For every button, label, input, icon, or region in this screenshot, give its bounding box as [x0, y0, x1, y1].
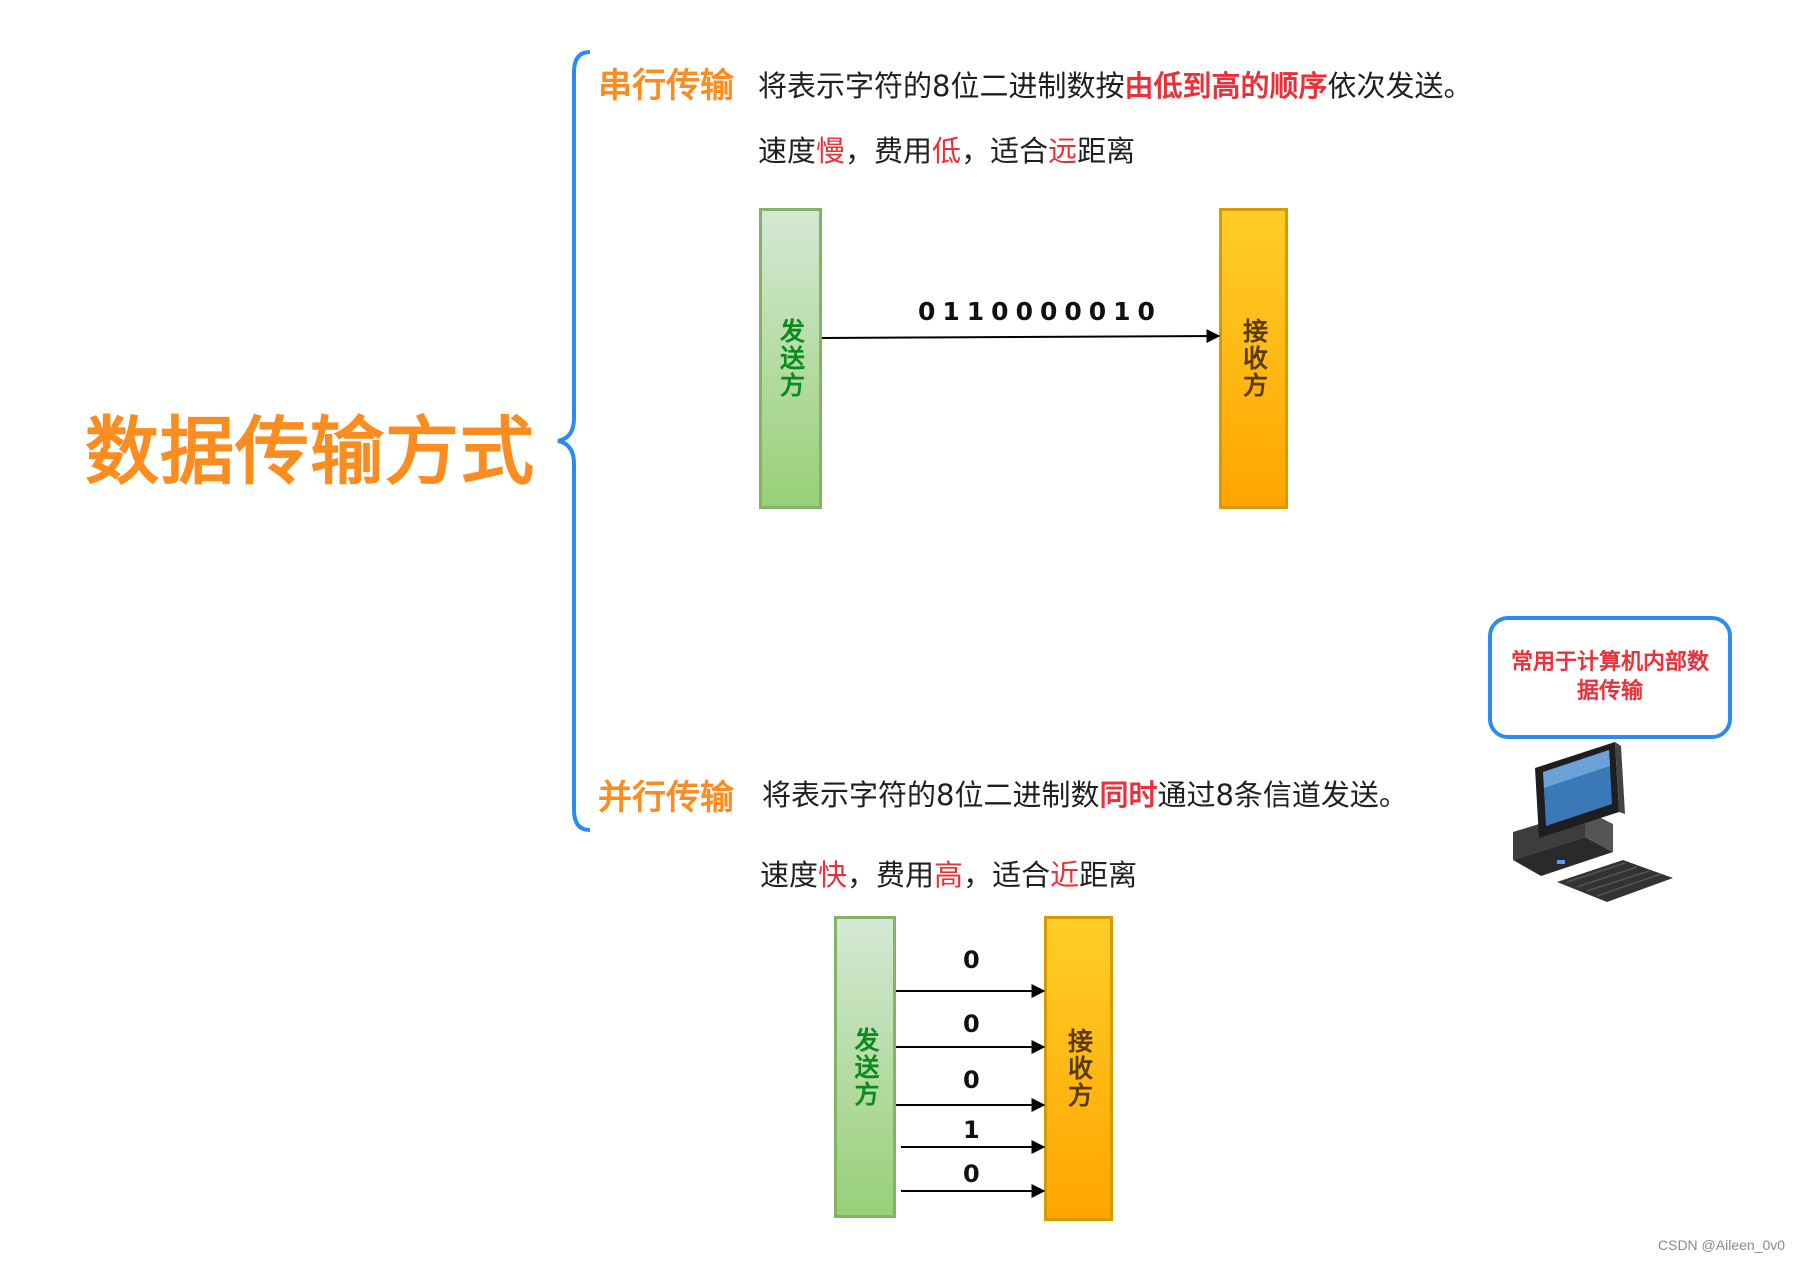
parallel-bit-label: 0	[963, 1066, 980, 1094]
parallel-receiver-box: 接收方	[1044, 916, 1113, 1221]
main-title: 数据传输方式	[85, 409, 535, 495]
parallel-title: 并行传输	[598, 778, 734, 818]
parallel-bit-label: 0	[963, 946, 980, 974]
note-box: 常用于计算机内部数据传输	[1488, 616, 1732, 739]
computer-icon	[1513, 742, 1673, 902]
serial-title: 串行传输	[598, 66, 734, 106]
serial-bit-string: 0110000010	[918, 297, 1162, 326]
curly-brace-icon	[557, 50, 591, 832]
parallel-description: 将表示字符的8位二进制数同时通过8条信道发送。	[762, 778, 1408, 812]
serial-sender-box: 发送方	[759, 208, 822, 509]
parallel-properties: 速度快，费用高，适合近距离	[760, 858, 1138, 892]
serial-receiver-box: 接收方	[1219, 208, 1288, 509]
serial-description: 将表示字符的8位二进制数按由低到高的顺序依次发送。	[758, 69, 1473, 103]
parallel-sender-box: 发送方	[834, 916, 896, 1218]
parallel-bit-label: 0	[963, 1010, 980, 1038]
parallel-bit-label: 0	[963, 1160, 980, 1188]
parallel-bit-label: 1	[963, 1116, 980, 1144]
credit-text: CSDN @Aileen_0v0	[1658, 1237, 1786, 1253]
serial-properties: 速度慢，费用低，适合远距离	[758, 134, 1136, 168]
